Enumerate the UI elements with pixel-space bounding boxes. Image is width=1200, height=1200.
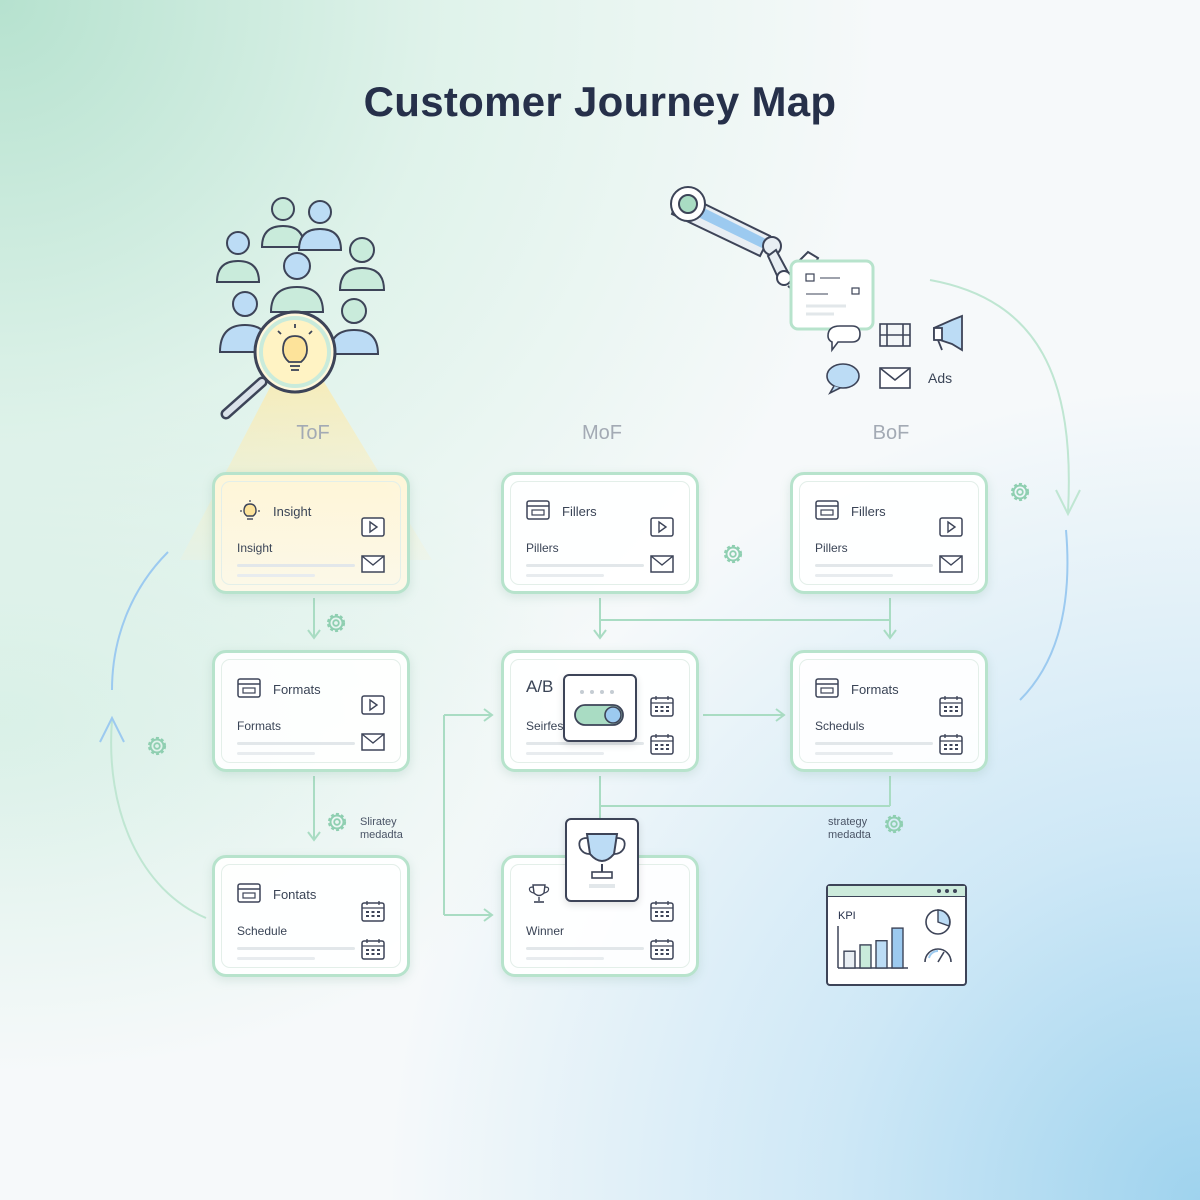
card-title: Fontats (273, 887, 317, 902)
card-title: A/B (526, 677, 554, 696)
play-icon[interactable] (361, 517, 385, 537)
card-bof-fillers[interactable]: Fillers Pillers (790, 472, 988, 594)
speedometer-icon (924, 948, 952, 963)
annotation-left: Sliratey medadta (360, 816, 403, 841)
window-dots-icon (937, 889, 957, 893)
calendar-icon[interactable] (650, 938, 674, 960)
card-subtitle: Formats (237, 719, 282, 733)
card-title: Formats (851, 682, 899, 697)
calendar-icon[interactable] (650, 695, 674, 717)
card-subtitle: Seirfes (526, 719, 564, 733)
card-subtitle: Pillers (815, 541, 848, 555)
play-icon[interactable] (939, 517, 963, 537)
card-subtitle: Schedule (237, 924, 288, 938)
calendar-icon[interactable] (939, 733, 963, 755)
email-icon[interactable] (650, 555, 674, 573)
card-subtitle: Winner (526, 924, 565, 938)
window-icon (237, 678, 261, 698)
card-mof-fillers[interactable]: Fillers Pillers (501, 472, 699, 594)
card-tof-formats[interactable]: Formats Formats (212, 650, 410, 772)
lightbulb-icon (240, 500, 260, 520)
card-subtitle: Insight (237, 541, 273, 555)
kpi-bar (875, 940, 888, 969)
kpi-dashboard[interactable]: KPI (826, 884, 967, 986)
card-tof-schedule[interactable]: Fontats Schedule (212, 855, 410, 977)
window-titlebar (828, 886, 965, 897)
card-title: Insight (273, 504, 312, 519)
right-loop-arrow (929, 279, 1070, 513)
window-icon (526, 500, 550, 520)
left-loop-arrow (110, 719, 207, 919)
window-icon (237, 883, 261, 903)
email-icon[interactable] (361, 555, 385, 573)
kpi-bar (859, 944, 872, 969)
card-title: Fillers (851, 504, 886, 519)
kpi-bar (843, 950, 856, 969)
trophy-popup[interactable] (565, 818, 639, 902)
card-subtitle: Scheduls (815, 719, 865, 733)
calendar-icon[interactable] (361, 900, 385, 922)
card-bof-formats[interactable]: Formats Scheduls (790, 650, 988, 772)
kpi-label: KPI (838, 910, 856, 922)
email-icon[interactable] (361, 733, 385, 751)
play-icon[interactable] (650, 517, 674, 537)
page-title: Customer Journey Map (363, 78, 837, 125)
window-icon (815, 678, 839, 698)
right-loop-bottom (1019, 529, 1069, 701)
email-icon[interactable] (939, 555, 963, 573)
toggle-switch[interactable] (565, 676, 635, 740)
stage-label-mof: MoF (582, 422, 622, 444)
calendar-icon[interactable] (361, 938, 385, 960)
card-title: Fillers (562, 504, 597, 519)
play-icon[interactable] (361, 695, 385, 715)
stage-label-tof: ToF (296, 422, 330, 444)
calendar-icon[interactable] (939, 695, 963, 717)
kpi-bar (891, 927, 904, 969)
calendar-icon[interactable] (650, 900, 674, 922)
pie-gauge-icon (925, 909, 951, 935)
left-loop-top (111, 551, 169, 691)
card-tof-insight[interactable]: Insight Insight (212, 472, 410, 594)
kpi-bar-chart (837, 926, 908, 969)
stage-label-bof: BoF (872, 422, 910, 444)
toggle-popup[interactable] (563, 674, 637, 742)
gauge-icons (924, 909, 952, 963)
ads-label: Ads (928, 370, 953, 386)
window-icon (815, 500, 839, 520)
card-title: Formats (273, 682, 321, 697)
card-subtitle: Pillers (526, 541, 559, 555)
trophy-icon (578, 833, 626, 888)
trophy-icon (528, 884, 550, 903)
annotation-right: strategy medadta (828, 816, 871, 841)
calendar-icon[interactable] (650, 733, 674, 755)
